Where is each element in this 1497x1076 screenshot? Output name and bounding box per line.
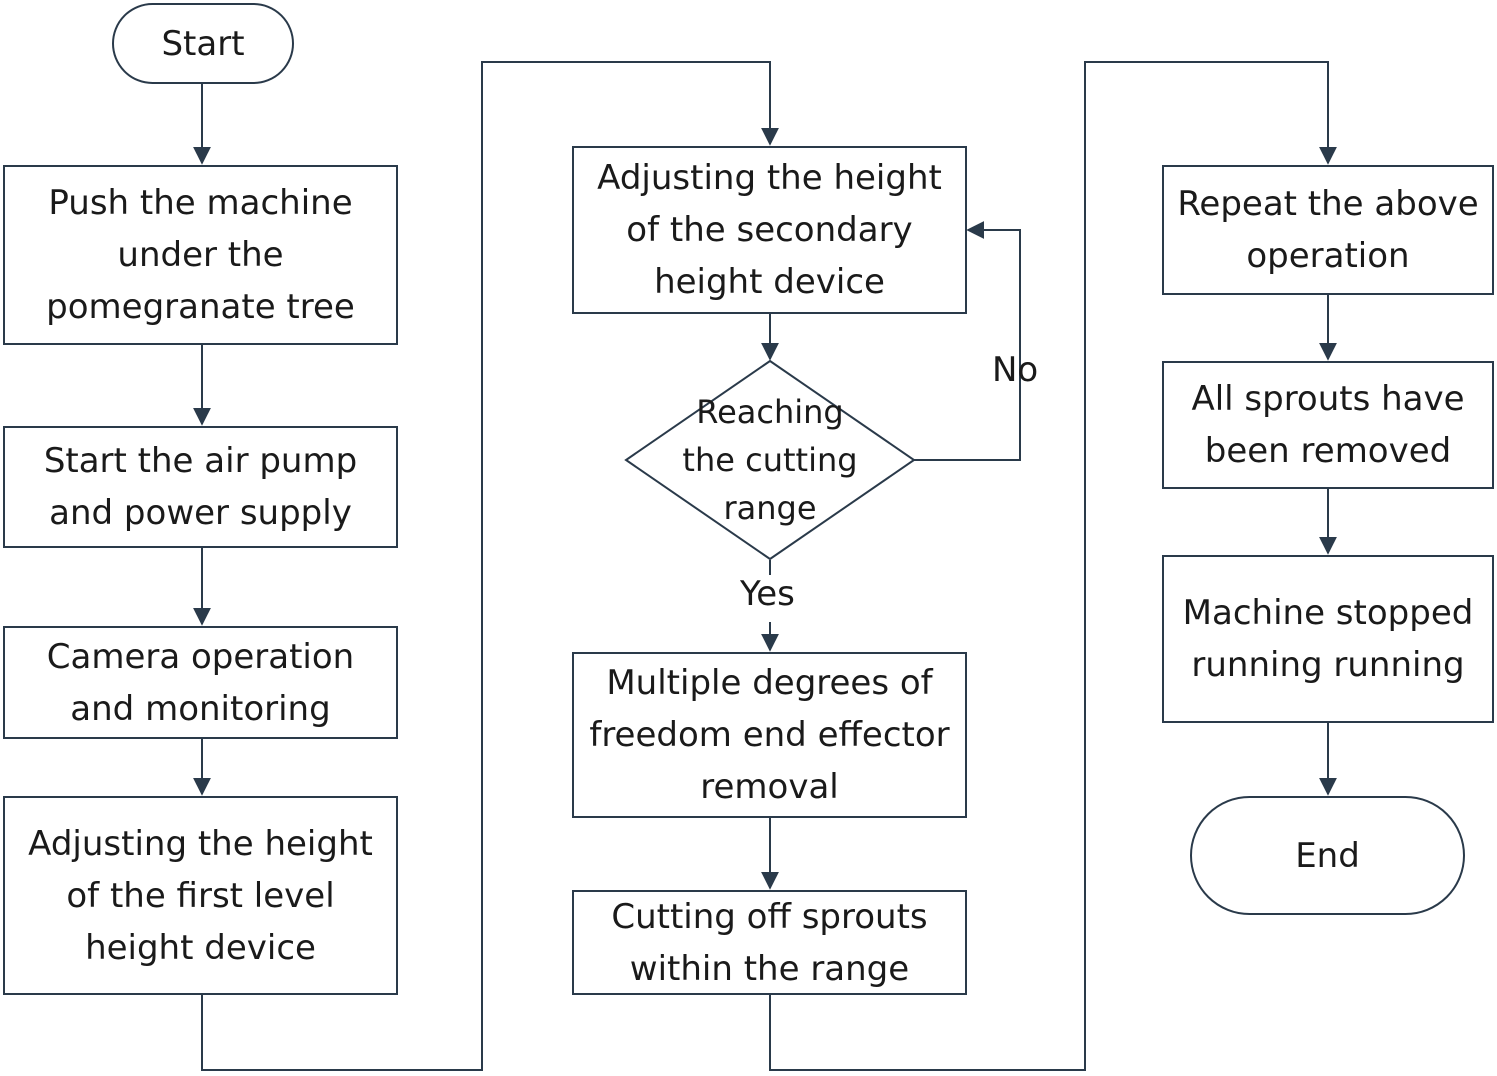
cutting-off-step: Cutting off sprouts within the range xyxy=(572,890,967,995)
connector-col2-to-col3 xyxy=(769,61,1337,1071)
end-terminal: End xyxy=(1190,796,1465,915)
all-removed-step: All sprouts have been removed xyxy=(1162,361,1494,489)
start-terminal: Start xyxy=(112,3,294,84)
arrow-decision-no-loop xyxy=(914,221,1021,461)
adjust-secondary-step: Adjusting the height of the secondary he… xyxy=(572,146,967,314)
multiple-dof-step: Multiple degrees of freedom end effector… xyxy=(572,652,967,818)
camera-operation-step: Camera operation and monitoring xyxy=(3,626,398,739)
start-air-pump-step: Start the air pump and power supply xyxy=(3,426,398,548)
connector-col1-to-col2 xyxy=(201,61,779,1071)
repeat-step: Repeat the above operation xyxy=(1162,165,1494,295)
decision-diamond xyxy=(624,359,916,561)
decision-label: Reaching the cutting range xyxy=(682,393,858,527)
edge-label-yes: Yes xyxy=(740,574,795,614)
adjust-first-level-step: Adjusting the height of the first level … xyxy=(3,796,398,995)
edge-label-no: No xyxy=(992,350,1039,390)
machine-stopped-step: Machine stopped running running xyxy=(1162,555,1494,723)
push-machine-step: Push the machine under the pomegranate t… xyxy=(3,165,398,345)
